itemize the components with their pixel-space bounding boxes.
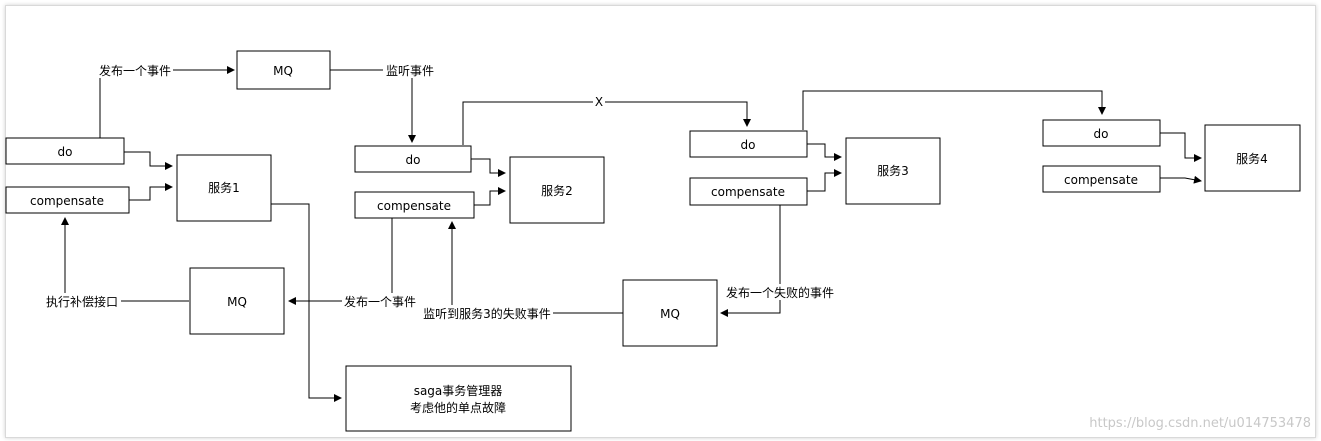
edge-label-text: 发布一个事件 — [99, 63, 171, 78]
node-label: 服务3 — [877, 163, 909, 178]
edge-s2comp-to-mqleft — [288, 218, 393, 305]
edge-s4do-to-service4 — [1160, 132, 1202, 162]
mq-mid-node: MQ — [622, 279, 718, 347]
service3-compensate-node: compensate — [689, 177, 808, 206]
edge-mqleft-to-s1comp — [61, 217, 189, 302]
node-label: 服务2 — [541, 183, 573, 198]
node-label: do — [1094, 127, 1109, 141]
node-label: MQ — [660, 307, 680, 321]
edge-label-publish-event-top: 发布一个事件 — [97, 62, 173, 78]
edge-label-text: 执行补偿接口 — [46, 294, 118, 309]
edge-s1comp-to-service1 — [129, 183, 173, 201]
node-label: 服务4 — [1236, 151, 1268, 166]
saga-line2: 考虑他的单点故障 — [410, 400, 506, 415]
mq-top-node: MQ — [236, 50, 331, 90]
node-label: MQ — [273, 64, 293, 78]
node-label: MQ — [227, 295, 247, 309]
edge-mqmid-to-s2comp — [448, 221, 623, 314]
edge-s1do-to-mqtop — [99, 66, 235, 138]
edge-label-text: 发布一个事件 — [344, 294, 416, 309]
edge-label-text: 发布一个失败的事件 — [726, 285, 834, 300]
edge-s3do-to-service3 — [807, 143, 842, 161]
service4-compensate-node: compensate — [1042, 165, 1161, 193]
edge-label-text: 监听到服务3的失败事件 — [423, 306, 551, 321]
service1-do-node: do — [5, 137, 125, 165]
service2-node: 服务2 — [509, 156, 605, 224]
node-label: 服务1 — [208, 180, 240, 195]
service2-do-node: do — [354, 145, 472, 173]
edge-label-listen-event: 监听事件 — [383, 62, 437, 78]
service2-compensate-node: compensate — [354, 191, 475, 219]
service4-node: 服务4 — [1204, 124, 1301, 192]
node-label: do — [406, 153, 421, 167]
service4-do-node: do — [1042, 119, 1161, 147]
edge-label-exec-compensate: 执行补偿接口 — [43, 293, 121, 309]
service1-node: 服务1 — [176, 154, 272, 222]
edge-label-text: 监听事件 — [386, 64, 434, 78]
node-label: compensate — [711, 185, 785, 199]
edge-s3do-to-s4do — [802, 90, 1106, 130]
edge-s4comp-to-service4 — [1160, 175, 1202, 184]
saga-manager-node: saga事务管理器 考虑他的单点故障 — [345, 365, 572, 432]
node-label: compensate — [30, 194, 104, 208]
service1-compensate-node: compensate — [5, 186, 130, 214]
saga-line1: saga事务管理器 — [414, 383, 503, 398]
edge-label-publish-failure: 发布一个失败的事件 — [724, 284, 836, 300]
edge-s3comp-to-service3 — [807, 169, 842, 192]
edge-s2comp-to-service2 — [474, 187, 506, 206]
edge-s1do-to-service1 — [124, 151, 173, 170]
edge-label-listen-failure: 监听到服务3的失败事件 — [421, 305, 553, 321]
watermark-text: https://blog.csdn.net/u014753478 — [1089, 416, 1311, 431]
edge-label-x: X — [593, 95, 605, 109]
service3-node: 服务3 — [845, 137, 941, 205]
node-label: do — [58, 145, 73, 159]
edge-mqtop-to-s2do — [330, 69, 416, 143]
edge-s3comp-to-mqmid — [720, 205, 781, 317]
edge-label-publish-event-bottom: 发布一个事件 — [342, 293, 418, 309]
node-label: compensate — [1064, 173, 1138, 187]
edge-s2do-to-service2 — [471, 158, 506, 177]
mq-left-node: MQ — [189, 267, 285, 335]
service3-do-node: do — [689, 130, 808, 158]
node-label: compensate — [377, 199, 451, 213]
node-label: do — [741, 138, 756, 152]
edge-label-text: X — [595, 95, 603, 109]
